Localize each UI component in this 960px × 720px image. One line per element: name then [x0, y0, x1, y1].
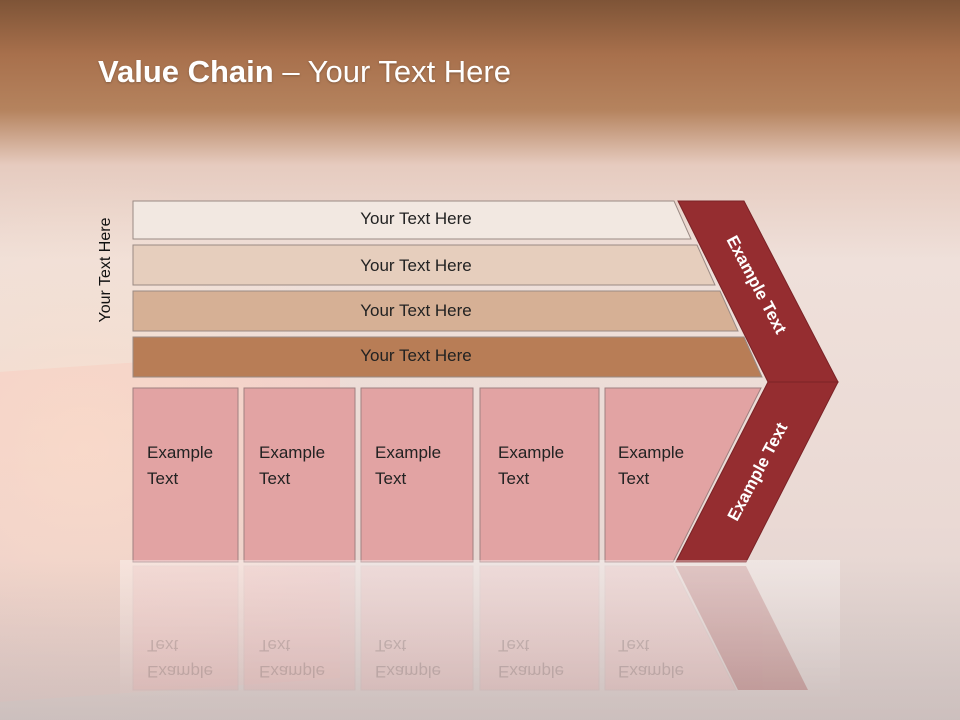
cell-1-line2: Text [147, 469, 179, 488]
cell-4-reflection-line2: Text [498, 636, 530, 655]
cell-3-line1: Example [375, 443, 442, 462]
cell-3-reflection-line2: Text [375, 636, 407, 655]
cell-5-line1: Example [618, 443, 685, 462]
cell-5-reflection-line1: Example [618, 662, 685, 681]
cell-5-line2: Text [618, 469, 650, 488]
cell-2-reflection-line2: Text [259, 636, 291, 655]
title-bold: Value Chain [98, 54, 274, 89]
cell-4-reflection-line1: Example [498, 662, 565, 681]
slide-title: Value Chain – Your Text Here [98, 54, 511, 90]
cell-2-reflection-line1: Example [259, 662, 326, 681]
cell-2-line1: Example [259, 443, 326, 462]
cell-3-reflection-line1: Example [375, 662, 442, 681]
cell-3[interactable] [360, 387, 474, 563]
reflection-fade [120, 560, 840, 700]
cell-2-line2: Text [259, 469, 291, 488]
cell-1[interactable] [132, 387, 239, 563]
cell-4-reflection: Example Text [498, 632, 598, 684]
cell-4-line1: Example [498, 443, 565, 462]
bar-3-label: Your Text Here [360, 301, 472, 320]
cell-1-reflection-line2: Text [147, 636, 179, 655]
cell-1-reflection: Example Text [147, 632, 247, 684]
cell-2-reflection: Example Text [259, 632, 359, 684]
cell-5-reflection: Example Text [618, 632, 718, 684]
bar-3[interactable] [132, 290, 739, 332]
bar-2[interactable] [132, 244, 716, 286]
cell-1-line1: Example [147, 443, 214, 462]
cell-3-reflection: Example Text [375, 632, 475, 684]
cell-3-line2: Text [375, 469, 407, 488]
cell-1-reflection-line1: Example [147, 662, 214, 681]
bar-1-label: Your Text Here [360, 209, 472, 228]
cell-5-reflection-line2: Text [618, 636, 650, 655]
bar-4[interactable] [132, 336, 763, 378]
bar-2-label: Your Text Here [360, 256, 472, 275]
bar-1[interactable] [132, 200, 692, 240]
cell-2[interactable] [243, 387, 356, 563]
title-rest: – Your Text Here [273, 54, 511, 89]
cell-4-line2: Text [498, 469, 530, 488]
bar-4-label: Your Text Here [360, 346, 472, 365]
